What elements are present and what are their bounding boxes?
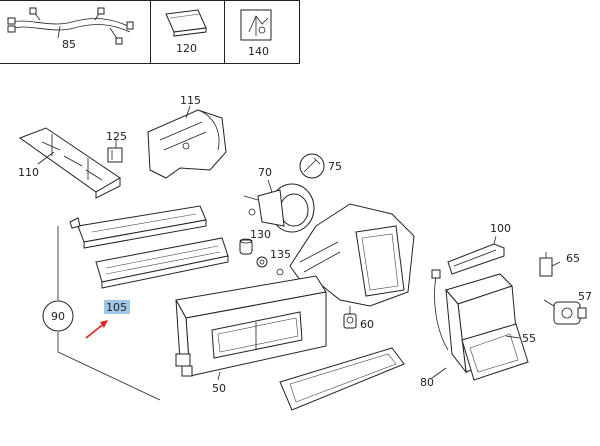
wrench-symbol-icon[interactable] [299, 153, 325, 179]
label-125: 125 [106, 130, 127, 143]
part-clip-125[interactable] [107, 147, 123, 163]
label-120: 120 [176, 42, 197, 55]
part-blower-motor-70[interactable] [243, 183, 315, 233]
label-90: 90 [51, 310, 65, 323]
label-57: 57 [578, 290, 592, 303]
label-80: 80 [420, 376, 434, 389]
part-bracket-110[interactable] [18, 127, 121, 199]
part-actuator-65[interactable] [539, 252, 561, 277]
label-110: 110 [18, 166, 39, 179]
label-65: 65 [566, 252, 580, 265]
part-washer-135[interactable] [256, 256, 268, 268]
temperature-symbol-icon[interactable] [240, 9, 272, 41]
wiring-harness-icon[interactable] [7, 7, 134, 45]
part-gasket[interactable] [279, 347, 405, 411]
part-cover-115[interactable] [147, 109, 227, 179]
part-servo-57[interactable] [543, 299, 587, 325]
label-50: 50 [212, 382, 226, 395]
part-housing-50[interactable] [175, 275, 327, 377]
label-75: 75 [328, 160, 342, 173]
part-seal-100[interactable] [447, 243, 505, 275]
label-115: 115 [180, 94, 201, 107]
label-130: 130 [250, 228, 271, 241]
part-callout-90[interactable] [42, 300, 74, 332]
label-100: 100 [490, 222, 511, 235]
filter-pad-icon[interactable] [165, 9, 207, 37]
part-fan-housing[interactable] [276, 203, 415, 307]
red-arrow-icon [100, 320, 108, 328]
label-85: 85 [62, 38, 76, 51]
part-filter-element-105[interactable] [95, 237, 229, 289]
label-60: 60 [360, 318, 374, 331]
part-switch-60[interactable] [343, 306, 357, 329]
part-duct-80[interactable] [431, 269, 529, 381]
header-strip: 85 120 140 [0, 0, 300, 64]
label-135: 135 [270, 248, 291, 261]
highlight-105 [104, 300, 130, 314]
label-55: 55 [522, 332, 536, 345]
label-105: 105 [106, 301, 127, 314]
label-140: 140 [248, 45, 269, 58]
label-70: 70 [258, 166, 272, 179]
part-grommet-130[interactable] [239, 238, 253, 255]
part-filter-element[interactable] [69, 205, 207, 249]
